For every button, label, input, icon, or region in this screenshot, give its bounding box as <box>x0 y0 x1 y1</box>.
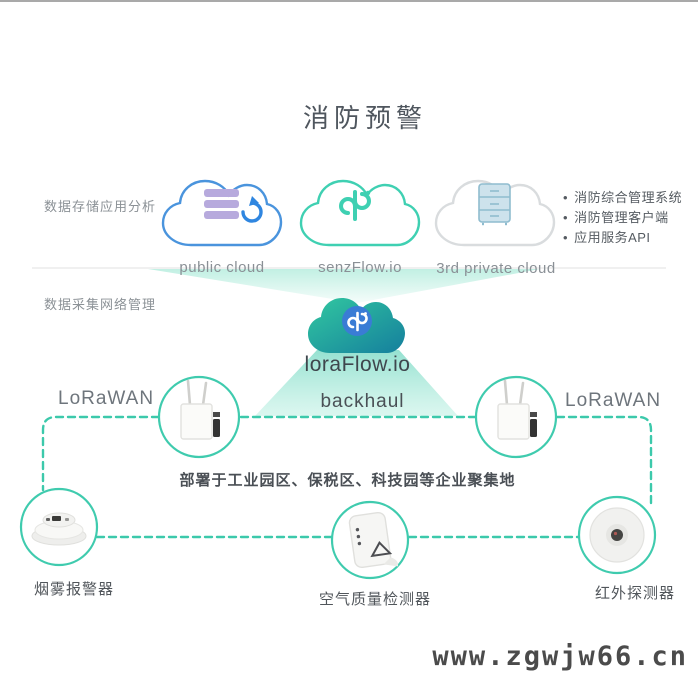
infrared-detector-icon <box>589 507 645 563</box>
application-item: • 应用服务API <box>563 228 698 248</box>
public-cloud <box>161 179 283 247</box>
bullet-icon: • <box>563 210 569 225</box>
watermark-text: www.zgwjw66.cn <box>432 641 688 672</box>
application-label: 应用服务API <box>574 230 651 245</box>
upper-beam <box>148 269 540 303</box>
application-label: 消防管理客户端 <box>574 210 669 225</box>
senzflow-cloud <box>299 179 421 247</box>
application-list: • 消防综合管理系统 • 消防管理客户端 • 应用服务API <box>563 188 698 248</box>
backhaul-label: backhaul <box>320 391 405 412</box>
air-quality-sensor-label: 空气质量检测器 <box>318 591 431 608</box>
left-gateway-to-smoke-link <box>41 415 161 492</box>
infrared-sensor <box>577 495 657 575</box>
smoke-detector-icon <box>31 512 87 546</box>
smoke-sensor-label: 烟雾报警器 <box>34 581 115 598</box>
loraflow-label: loraFlow.io <box>304 353 411 376</box>
cabinet-icon <box>478 183 511 226</box>
gateway-left <box>157 375 241 459</box>
senzflow-logo-icon <box>339 190 371 221</box>
lower-beam <box>255 350 458 416</box>
private-cloud-label: 3rd private cloud <box>436 260 556 277</box>
loraflow-cloud <box>308 298 405 353</box>
gateway-left-device-icon <box>180 379 220 440</box>
network-layer-label: 数据采集网络管理 <box>44 297 157 312</box>
public-cloud-label: public cloud <box>179 259 265 276</box>
gateway-right-device-icon <box>497 379 537 440</box>
application-item: • 消防管理客户端 <box>563 208 698 228</box>
page-title: 消防预警 <box>302 103 427 133</box>
storage-layer-label: 数据存储应用分析 <box>44 199 157 214</box>
air-quality-detector-icon <box>348 511 399 569</box>
infrared-sensor-label: 红外探测器 <box>594 585 675 602</box>
application-item: • 消防综合管理系统 <box>563 188 698 208</box>
lorawan-right-label: LoRaWAN <box>565 390 662 411</box>
application-label: 消防综合管理系统 <box>574 190 683 205</box>
database-icon <box>204 189 239 219</box>
bullet-icon: • <box>563 230 569 245</box>
bullet-icon: • <box>563 190 569 205</box>
refresh-icon <box>241 196 263 223</box>
lorawan-left-label: LoRaWAN <box>58 388 155 409</box>
gateway-right <box>474 375 558 459</box>
private-cloud <box>434 179 556 247</box>
air-quality-sensor <box>330 500 410 580</box>
deployment-note: 部署于工业园区、保税区、科技园等企业聚集地 <box>179 472 516 489</box>
top-border <box>0 0 698 2</box>
loraflow-badge-icon <box>342 306 372 336</box>
senzflow-cloud-outline <box>299 179 421 247</box>
right-gateway-to-infrared-link <box>555 415 653 510</box>
smoke-sensor <box>19 487 99 567</box>
senzflow-cloud-label: senzFlow.io <box>318 259 402 276</box>
